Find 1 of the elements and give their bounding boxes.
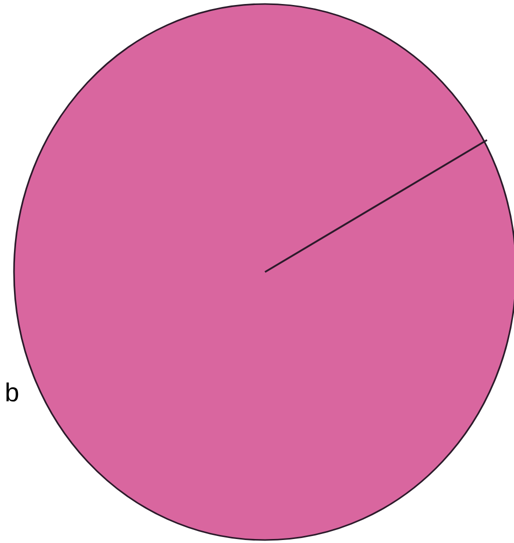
label: b [6, 382, 18, 402]
